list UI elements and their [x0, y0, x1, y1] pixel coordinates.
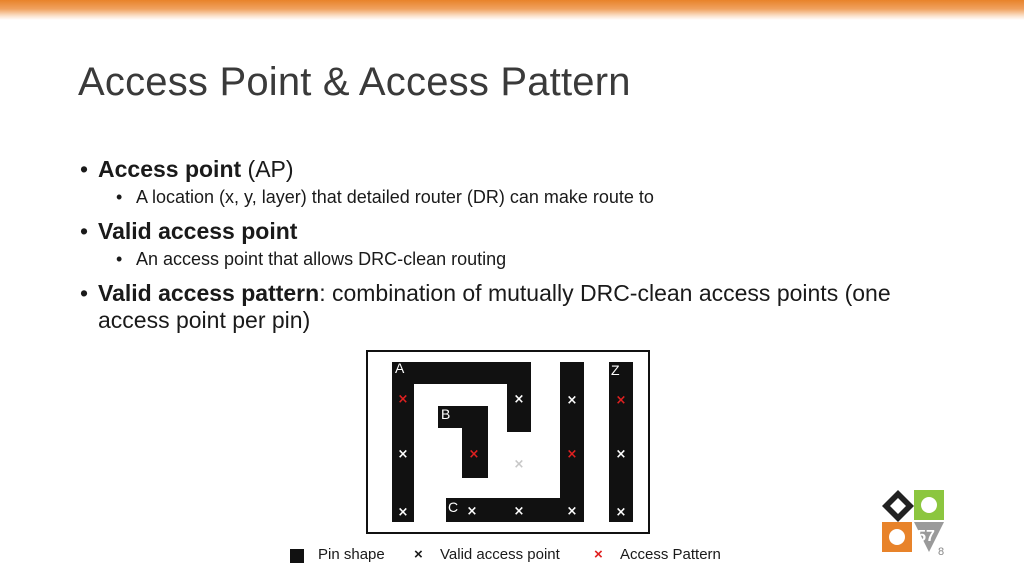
valid-access-point-mark: ×: [567, 393, 578, 408]
access-pattern-mark: ×: [469, 447, 480, 462]
legend-pin-shape: Pin shape: [318, 546, 385, 563]
pin-a-shape-right: [507, 362, 531, 432]
valid-access-point-mark: ×: [398, 447, 409, 462]
valid-access-point-mark: ×: [567, 504, 578, 519]
valid-access-point-mark: ×: [514, 392, 525, 407]
slide-title: Access Point & Access Pattern: [78, 60, 631, 104]
sub-bullet-access-point: A location (x, y, layer) that detailed r…: [78, 186, 938, 208]
pin-c-shape-bottom: [446, 498, 584, 522]
access-pattern-mark: ×: [616, 393, 627, 408]
pin-layout-diagram: A B C Z × × × × × × × × × × × × × ×: [392, 360, 633, 522]
logo-mark: 57: [882, 490, 944, 552]
ap-abbrev: (AP): [241, 156, 294, 182]
conference-logo: 57: [880, 488, 946, 559]
pin-label-b: B: [441, 406, 450, 422]
bullet-access-point: Access point (AP): [78, 156, 938, 183]
bullet-valid-access-point: Valid access point: [78, 218, 938, 245]
access-pattern-mark: ×: [398, 392, 409, 407]
bullet-valid-access-pattern: Valid access pattern: combination of mut…: [78, 280, 938, 334]
access-pattern-mark: ×: [567, 447, 578, 462]
faded-access-point-mark: ×: [514, 457, 525, 472]
term-valid-access-pattern: Valid access pattern: [98, 280, 320, 306]
top-accent-bar: [0, 0, 1024, 20]
pin-access-figure: A B C Z × × × × × × × × × × × × × ×: [366, 350, 650, 534]
pin-label-a: A: [395, 360, 405, 376]
legend-valid-access-point: Valid access point: [440, 546, 560, 563]
sub-bullet-valid-access-point: An access point that allows DRC-clean ro…: [78, 248, 938, 270]
valid-access-pattern-definition: : combination of mutually DRC-clean acce…: [98, 280, 891, 333]
pin-shape-swatch: [290, 549, 304, 563]
term-valid-access-point: Valid access point: [98, 218, 298, 244]
valid-access-point-mark: ×: [467, 504, 478, 519]
term-access-point: Access point: [98, 156, 242, 182]
pin-label-c: C: [448, 499, 458, 515]
logo-number: 57: [917, 528, 935, 545]
legend-pattern-mark: ×: [594, 546, 603, 563]
pin-c-shape-vertical: [560, 362, 584, 522]
pin-b-shape-stem: [462, 406, 488, 478]
valid-access-point-mark: ×: [514, 504, 525, 519]
valid-access-point-mark: ×: [616, 447, 627, 462]
pin-a-shape-vertical: [392, 362, 414, 522]
legend-access-pattern: Access Pattern: [620, 546, 721, 563]
legend-valid-mark: ×: [414, 546, 423, 563]
pin-a-shape-top: [392, 362, 531, 384]
valid-access-point-mark: ×: [616, 505, 627, 520]
page-number: 8: [938, 546, 945, 558]
bullet-list: Access point (AP) A location (x, y, laye…: [78, 156, 938, 334]
pin-z-shape: [609, 362, 633, 522]
valid-access-point-mark: ×: [398, 505, 409, 520]
pin-label-z: Z: [611, 362, 620, 378]
